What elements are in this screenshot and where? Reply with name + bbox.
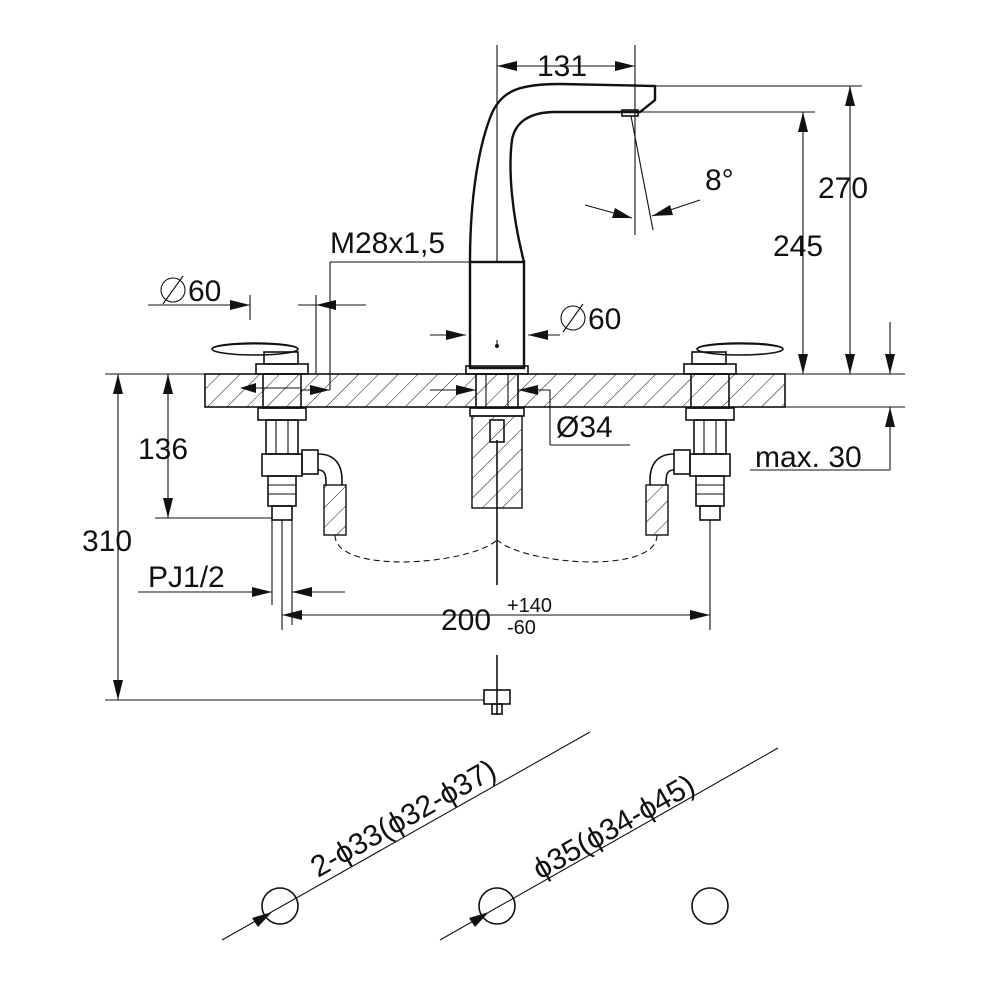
label-center-spacing-tol-plus: +140 [507,595,552,617]
label-thread: M28x1,5 [330,227,445,260]
label-below-deck-short: 136 [138,433,188,466]
label-below-deck-total: 310 [82,525,132,558]
dimension-spout-angle: 8° [584,115,734,231]
dimension-below-deck-short: 136 [138,374,272,519]
left-valve [211,342,498,563]
dimension-heights: 270 245 [640,85,868,374]
dimension-connection-thread: PJ1/2 [138,520,345,625]
dimension-below-deck-total: 310 [82,374,484,701]
label-spout-reach: 131 [537,50,587,83]
label-center-spacing: 200 [441,604,491,637]
label-connection-thread: PJ1/2 [148,561,225,594]
hole-layout: 2-ϕ33(ϕ32-ϕ37) ϕ35(ϕ34-ϕ45) [221,731,779,941]
dimension-tail-diameter: Ø34 [430,385,630,446]
countertop-deck [105,373,905,408]
dimension-center-spacing: 200 +140 -60 [281,520,711,639]
dimension-spout-reach: 131 [496,45,636,262]
left-hole [261,887,299,925]
dimension-thread: M28x1,5 [298,227,470,395]
label-total-height: 270 [818,172,868,205]
dimension-handle-diameter: 60 [148,275,300,393]
label-handle-diameter: 60 [188,275,221,308]
label-deck-thickness: max. 30 [755,441,862,474]
right-valve [496,342,784,563]
label-hole-spec-side: 2-ϕ33(ϕ32-ϕ37) [305,753,502,884]
dimension-deck-thickness: max. 30 [750,322,895,474]
label-tail-diameter: Ø34 [556,411,613,444]
center-hole [478,887,516,925]
label-base-diameter: 60 [588,303,621,336]
dimension-base-diameter: 60 [430,303,621,340]
right-hole [691,887,729,925]
label-center-spacing-tol-minus: -60 [507,617,536,639]
label-outlet-height: 245 [773,230,823,263]
label-spout-angle: 8° [705,164,734,197]
label-hole-spec-center: ϕ35(ϕ34-ϕ45) [527,768,700,886]
